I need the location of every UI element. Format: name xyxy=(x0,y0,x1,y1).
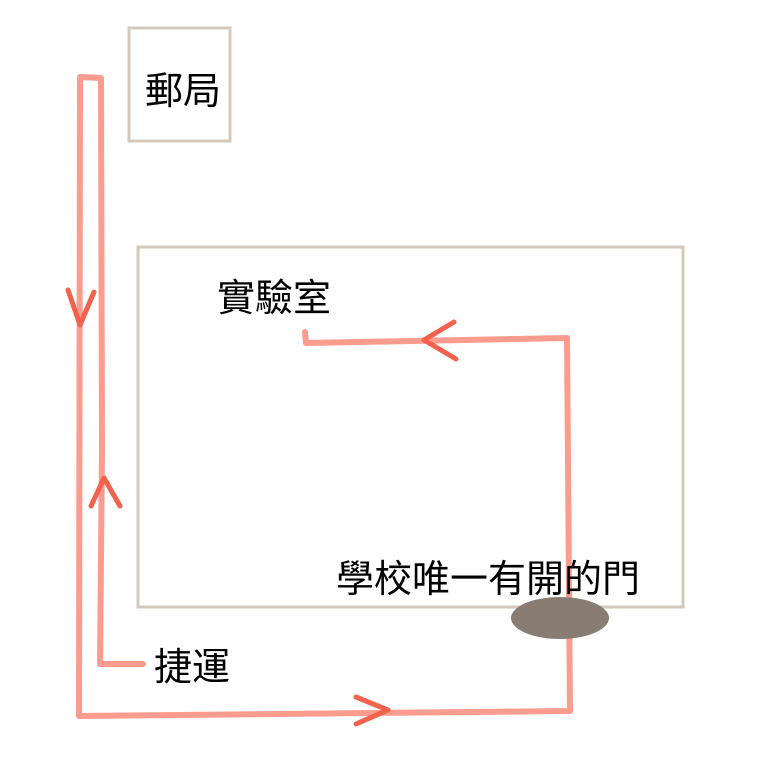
arrow-up-icon xyxy=(88,475,123,509)
arrow-down-icon xyxy=(65,287,97,328)
mrt-label: 捷運 xyxy=(154,645,230,689)
school-door-marker xyxy=(511,597,609,639)
school-building-box xyxy=(136,245,685,609)
route-post-office-to-lab xyxy=(76,74,573,719)
post-office-label: 郵局 xyxy=(145,69,221,113)
school-gate-label: 學校唯一有開的門 xyxy=(336,557,640,601)
post-office-box xyxy=(127,26,232,143)
arrow-right-icon xyxy=(353,694,391,727)
route-mrt-to-post-office xyxy=(97,77,146,667)
lab-label: 實驗室 xyxy=(217,276,331,320)
arrow-left-icon xyxy=(421,319,459,362)
